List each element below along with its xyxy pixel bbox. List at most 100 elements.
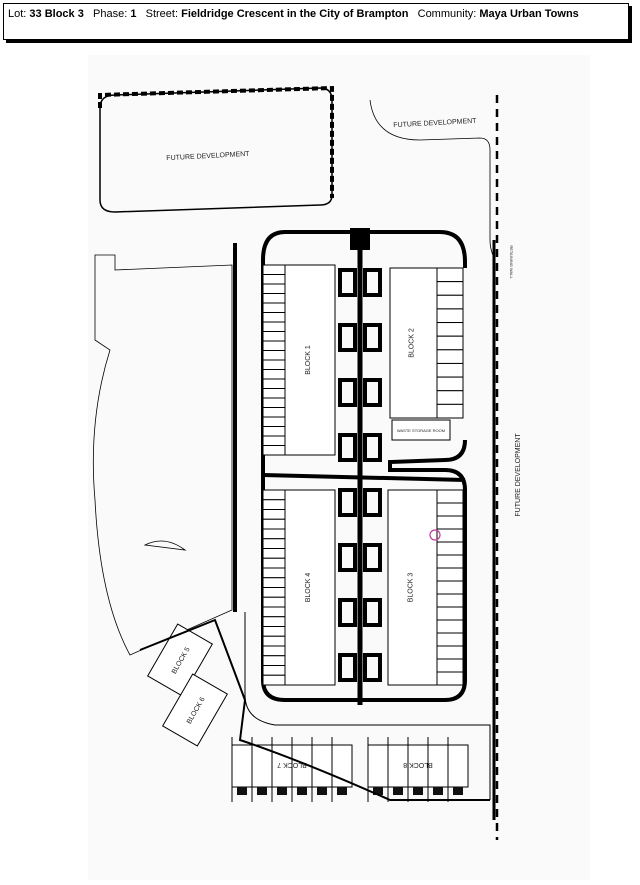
phase-value: 1 — [130, 8, 137, 20]
garage-stall — [262, 274, 286, 285]
garage-stall — [262, 283, 286, 294]
garage-door — [393, 787, 403, 795]
block-6: BLOCK 6 — [161, 673, 229, 747]
block-7-label: BLOCK 7 — [277, 761, 307, 768]
garage-stall — [436, 403, 464, 419]
garage-stall — [436, 335, 464, 351]
garage-stall — [262, 596, 286, 608]
garage-stall — [262, 378, 286, 389]
garage-stall — [436, 267, 464, 283]
garage-stall — [262, 626, 286, 637]
garage-stall — [262, 665, 286, 676]
garage-stall — [436, 645, 464, 660]
walkway-unit — [363, 378, 382, 407]
garage-stall — [262, 655, 286, 666]
garage-stall — [436, 376, 464, 392]
garage-stall — [262, 606, 286, 618]
garage-stall — [262, 426, 286, 437]
walkway-unit — [363, 598, 382, 627]
garage-stall — [262, 350, 286, 361]
garage-door — [413, 787, 423, 795]
future-development-label-1: FUTURE DEVELOPMENT — [166, 151, 250, 162]
garage-stall — [262, 321, 286, 332]
garage-stall — [436, 580, 464, 595]
block-2-label: BLOCK 2 — [409, 328, 416, 358]
garage-stall — [262, 635, 286, 647]
garage-stall — [436, 541, 464, 556]
garage-stall — [262, 312, 286, 323]
garage-stall — [436, 362, 464, 378]
garage-door — [277, 787, 287, 795]
garage-stall — [436, 349, 464, 364]
walkway-unit — [363, 488, 382, 517]
garage-stall — [262, 331, 286, 342]
walkway-unit — [363, 653, 382, 682]
garage-stall — [436, 632, 464, 647]
block-1-label: BLOCK 1 — [305, 345, 312, 375]
listing-header: Lot: 33 Block 3 Phase: 1 Street: Fieldri… — [3, 3, 629, 40]
future-development-parcel — [99, 87, 333, 213]
block-8-label: BLOCK 8 — [403, 761, 433, 768]
community-label: Community: — [417, 8, 477, 20]
walkway-unit — [338, 543, 357, 572]
garage-stall — [262, 645, 286, 657]
garage-door — [337, 787, 347, 795]
future-development-label-3: FUTURE DEVELOPMENT — [515, 433, 522, 517]
lot-label: Lot: — [8, 8, 27, 20]
garage-stall — [262, 616, 286, 627]
garage-stall — [262, 587, 286, 598]
garage-stall — [436, 322, 464, 337]
garage-stall — [262, 264, 286, 275]
garage-stall — [436, 567, 464, 582]
block-5: BLOCK 5 — [146, 623, 214, 697]
lot-value: 33 Block 3 — [29, 8, 84, 20]
garage-stall — [436, 489, 464, 504]
walkway-unit — [338, 653, 357, 682]
block-8 — [367, 744, 469, 788]
garage-stall — [436, 606, 464, 621]
street-label: Street: — [145, 8, 179, 20]
garage-door — [373, 787, 383, 795]
garage-stall — [262, 435, 286, 446]
garage-stall — [262, 509, 286, 520]
garage-stall — [262, 567, 286, 579]
garage-stall — [262, 293, 286, 304]
walkway-unit — [338, 488, 357, 517]
walkway-unit — [338, 268, 357, 297]
garage-stall — [436, 671, 464, 686]
garage-stall — [262, 397, 286, 408]
garage-stall — [436, 515, 464, 530]
garage-stall — [436, 593, 464, 608]
walkway-unit — [338, 323, 357, 352]
community-value: Maya Urban Towns — [479, 8, 579, 20]
street-value: Fieldridge Crescent in the City of Bramp… — [181, 8, 409, 20]
garage-stall — [262, 302, 286, 313]
site-plan-drawing: FUTURE DEVELOPMENT FUTURE DEVELOPMENT FU… — [92, 85, 522, 840]
walkway-unit — [338, 433, 357, 462]
garage-door — [317, 787, 327, 795]
garage-stall — [262, 674, 286, 686]
walkway-unit — [363, 268, 382, 297]
garage-stall — [262, 359, 286, 370]
walkway-unit — [338, 598, 357, 627]
walkway-unit — [363, 433, 382, 462]
retaining-wall-label: RETAINING WALL — [509, 245, 514, 279]
garage-stall — [262, 407, 286, 418]
future-development-label-2: FUTURE DEVELOPMENT — [393, 118, 477, 129]
garage-stall — [262, 538, 286, 549]
waste-storage-label: WASTE STORAGE ROOM — [397, 428, 445, 433]
garage-door — [453, 787, 463, 795]
waste-storage-room — [391, 419, 451, 441]
road-loop — [261, 230, 467, 702]
garage-stall — [436, 658, 464, 673]
garage-door — [297, 787, 307, 795]
garage-stall — [436, 528, 464, 543]
garage-door — [257, 787, 267, 795]
garage-stall — [262, 445, 286, 456]
garage-stall — [436, 281, 464, 296]
garage-stall — [436, 502, 464, 517]
garage-stall — [436, 294, 464, 310]
garage-stall — [262, 548, 286, 559]
garage-stall — [262, 369, 286, 380]
garage-stall — [262, 340, 286, 351]
